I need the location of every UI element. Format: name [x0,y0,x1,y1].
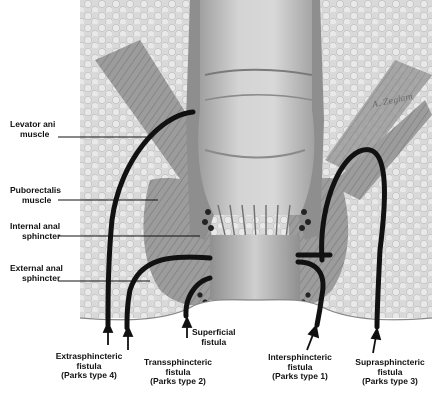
anal-canal [210,235,300,300]
rectal-lumen [198,0,314,240]
